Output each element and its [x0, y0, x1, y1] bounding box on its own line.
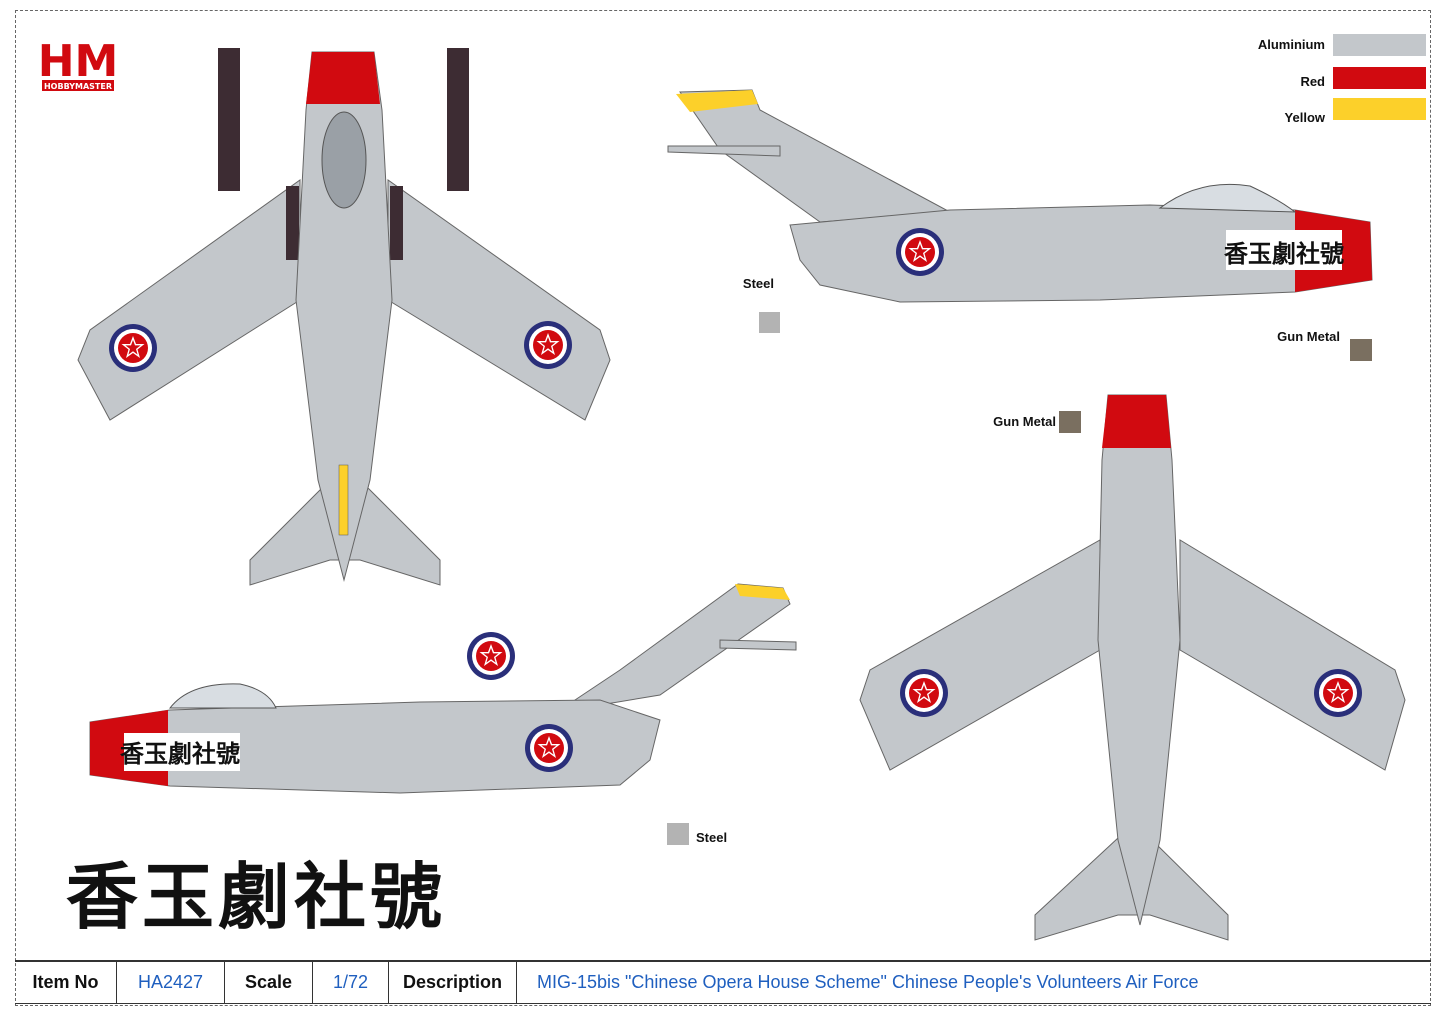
aircraft-name-calligraphy: 香玉劇社號	[66, 854, 447, 939]
page-frame	[15, 10, 1431, 1006]
nose-text-left: 香玉劇社號	[120, 739, 240, 768]
aluminium-swatch	[1333, 34, 1426, 56]
red-label: Red	[1300, 74, 1325, 89]
item-no-value: HA2427	[117, 962, 225, 1003]
scale-value: 1/72	[313, 962, 389, 1003]
description-value: MIG-15bis "Chinese Opera House Scheme" C…	[537, 972, 1199, 992]
scale-label: Scale	[225, 962, 313, 1003]
gunmetal-label-mid: Gun Metal	[993, 414, 1056, 429]
item-no-label: Item No	[15, 962, 117, 1003]
red-swatch	[1333, 67, 1426, 89]
steel-swatch-top	[759, 312, 780, 333]
description-label: Description	[389, 962, 517, 1003]
svg-text:HM: HM	[38, 36, 119, 87]
info-table: Item No HA2427 Scale 1/72 Description MI…	[15, 960, 1431, 1004]
gunmetal-swatch-right	[1350, 339, 1372, 361]
yellow-swatch	[1333, 98, 1426, 120]
gunmetal-swatch-mid	[1059, 411, 1081, 433]
nose-text-right: 香玉劇社號	[1224, 239, 1344, 268]
svg-text:HOBBYMASTER: HOBBYMASTER	[44, 82, 112, 91]
hobbymaster-logo: HM HOBBYMASTER	[38, 36, 119, 91]
yellow-label: Yellow	[1284, 110, 1325, 125]
steel-label-top: Steel	[742, 276, 774, 291]
steel-label-bottom: Steel	[696, 830, 728, 845]
aluminium-label: Aluminium	[1257, 37, 1325, 52]
gunmetal-label-right: Gun Metal	[1277, 329, 1340, 344]
steel-swatch-bottom	[667, 823, 689, 845]
